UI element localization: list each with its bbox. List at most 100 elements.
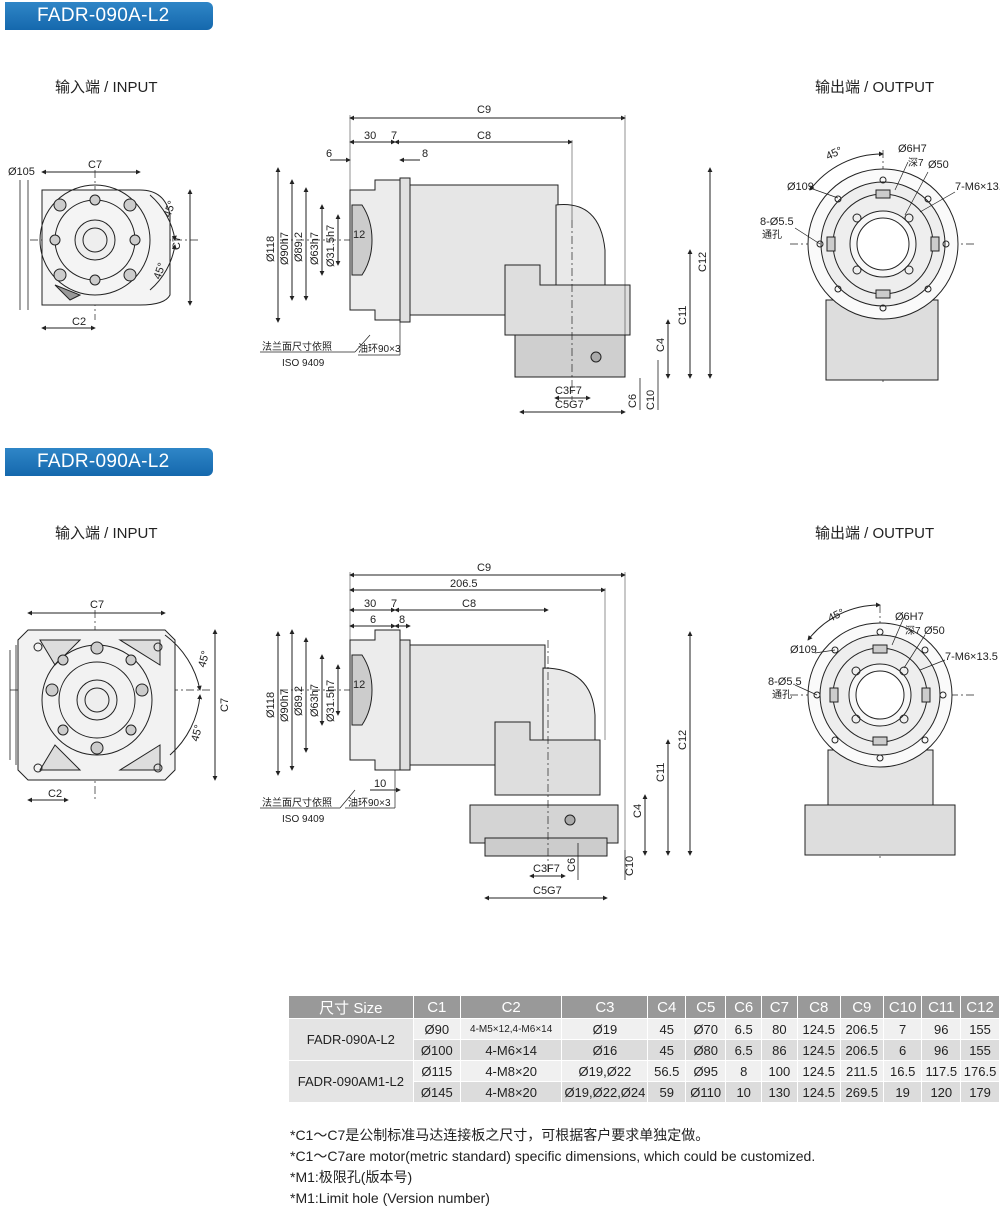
table-cell: 124.5 [796, 1060, 841, 1082]
dim-label: 8-Ø5.5 [768, 676, 802, 688]
side-view-drawing-1 [260, 115, 713, 415]
note-line: *C1～C7是公制标准马达连接板之尺寸，可根据客户要求单独定做。 [290, 1127, 710, 1143]
notes: *C1～C7是公制标准马达连接板之尺寸，可根据客户要求单独定做。 *C1～C7a… [290, 1125, 815, 1209]
table-cell: 120 [921, 1081, 962, 1103]
dim-label: Ø90h7 [279, 689, 291, 722]
table-cell: 59 [647, 1081, 687, 1103]
dim-label: C12 [697, 252, 709, 272]
technical-drawings: Ø105 C7 C7 45° 45° C2 [8, 104, 1000, 901]
table-cell: 6.5 [725, 1018, 763, 1040]
table-header: C12 [960, 995, 1000, 1019]
flange-note: 法兰面尺寸依照 [262, 796, 332, 809]
table-cell: 4-M8×20 [459, 1081, 563, 1103]
table-cell: 117.5 [921, 1060, 962, 1082]
table-cell: 80 [761, 1018, 798, 1040]
dim-label: C8 [477, 130, 491, 142]
dim-label: Ø63h7 [309, 232, 321, 265]
table-header: C6 [725, 995, 763, 1019]
dim-label: 12 [353, 679, 365, 691]
dim-label: 6 [326, 148, 332, 160]
dim-label: 7-M6×13.5 [945, 651, 998, 663]
note-line: *M1:极限孔(版本号) [290, 1169, 413, 1185]
output-view-label-2: 输出端 / OUTPUT [815, 525, 935, 542]
section-title-1: FADR-090A-L2 [5, 2, 213, 30]
table-header: C9 [839, 995, 884, 1019]
dim-label: C7 [219, 698, 231, 712]
dim-label: 45° [189, 724, 205, 743]
table-header: C1 [412, 995, 461, 1019]
dim-label: 45° [824, 145, 844, 163]
dim-label: C3F7 [533, 863, 560, 875]
dim-label: Ø105 [8, 166, 35, 178]
dim-label: Ø63h7 [309, 684, 321, 717]
dim-label: C9 [477, 562, 491, 574]
dim-label: Ø50 [928, 159, 949, 171]
dim-label: Ø90h7 [279, 232, 291, 265]
table-cell: 269.5 [839, 1081, 884, 1103]
table-cell: Ø115 [412, 1060, 461, 1082]
table-cell: 86 [761, 1039, 798, 1061]
dim-label: C3F7 [555, 385, 582, 397]
table-header: 尺寸 Size [288, 995, 414, 1019]
table-cell: Ø16 [561, 1039, 649, 1061]
table-cell: 45 [647, 1039, 687, 1061]
dim-label: Ø6H7 [895, 611, 924, 623]
table-cell: Ø90 [412, 1018, 461, 1040]
dim-label: 深7 [905, 625, 921, 637]
dim-label: C12 [677, 730, 689, 750]
table-cell: 16.5 [882, 1060, 923, 1082]
dim-label: 30 [364, 598, 376, 610]
table-cell: 7 [882, 1018, 923, 1040]
side-view-drawing-2 [260, 572, 693, 901]
dim-label: Ø109 [790, 644, 817, 656]
dim-label: C4 [655, 338, 667, 352]
table-header: C11 [921, 995, 962, 1019]
table-header: C8 [796, 995, 841, 1019]
table-cell: 56.5 [647, 1060, 687, 1082]
dim-label: C8 [462, 598, 476, 610]
dim-label: Ø50 [924, 625, 945, 637]
table-cell: 96 [921, 1039, 962, 1061]
table-header-row: 尺寸 Size C1 C2 C3 C4 C5 C6 C7 C8 C9 C10 C… [288, 995, 1000, 1019]
table-cell: 206.5 [839, 1018, 884, 1040]
dim-label: 8 [422, 148, 428, 160]
table-cell: Ø19 [561, 1018, 649, 1040]
table-cell: 206.5 [839, 1039, 884, 1061]
dim-label: 7-M6×13.5 [955, 181, 1000, 193]
dim-label: Ø109 [787, 181, 814, 193]
dim-label: C10 [624, 856, 636, 876]
note-line: *M1:Limit hole (Version number) [290, 1190, 490, 1206]
table-header: C5 [685, 995, 727, 1019]
table-cell: 45 [647, 1018, 687, 1040]
table-cell: 96 [921, 1018, 962, 1040]
table-cell: Ø19,Ø22 [561, 1060, 649, 1082]
dim-label: 7 [391, 130, 397, 142]
table-cell: 155 [960, 1018, 1000, 1040]
table-cell: Ø80 [685, 1039, 727, 1061]
table-cell: 176.5 [960, 1060, 1000, 1082]
dim-label: C7 [88, 159, 102, 171]
table-cell: 130 [761, 1081, 798, 1103]
dim-label: Ø31.5h7 [325, 680, 337, 722]
dim-label: 45° [162, 199, 179, 219]
input-view-drawing-1 [19, 169, 200, 331]
dim-label: C5G7 [555, 399, 584, 411]
oil-ring-note: 油环90×3 [348, 796, 391, 809]
note-line: *C1～C7are motor(metric standard) specifi… [290, 1148, 816, 1164]
table-cell: Ø19,Ø22,Ø24 [561, 1081, 649, 1103]
dim-label: C9 [477, 104, 491, 116]
dim-label: 45° [152, 261, 169, 281]
table-cell: Ø145 [412, 1081, 461, 1103]
dim-label: C7 [171, 236, 183, 250]
dim-label: 8 [399, 614, 405, 626]
table-cell: 4-M8×20 [459, 1060, 563, 1082]
table-row: FADR-090AM1-L2 Ø115 4-M8×20 Ø19,Ø22 56.5… [288, 1060, 1000, 1103]
table-header: C3 [561, 995, 649, 1019]
dim-label: 通孔 [762, 229, 782, 241]
dim-label: Ø118 [265, 236, 277, 262]
oil-ring-note: 油环90×3 [358, 342, 401, 355]
dim-label: 8-Ø5.5 [760, 216, 794, 228]
output-view-drawing-2 [790, 602, 975, 860]
flange-note: 法兰面尺寸依照 [262, 340, 332, 353]
dim-label: 通孔 [772, 689, 792, 701]
